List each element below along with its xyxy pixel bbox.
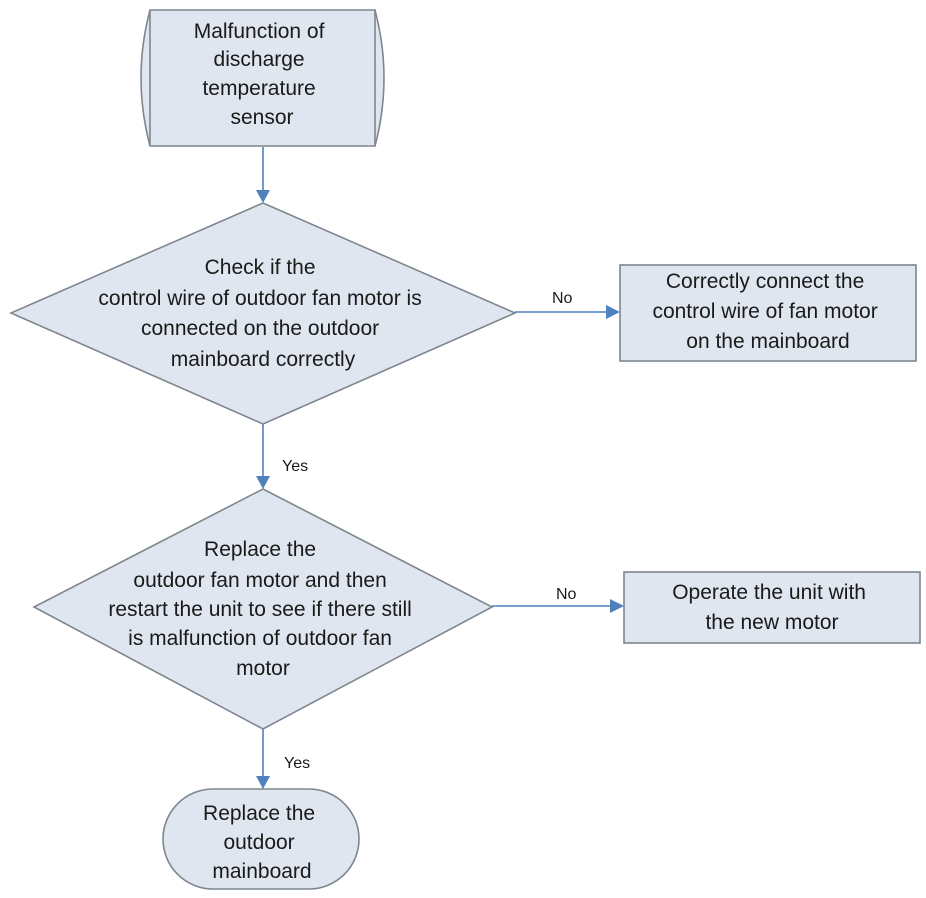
end-node: Replace the outdoor mainboard (162, 788, 360, 890)
fix-wire-process: Correctly connect the control wire of fa… (619, 264, 917, 362)
replace-motor-text: Replace the outdoor fan motor and then r… (108, 538, 417, 680)
arrowhead (256, 776, 270, 789)
edge-label-check-yes: Yes (282, 458, 308, 475)
connectors (256, 147, 624, 789)
edge-label-check-no: No (552, 290, 573, 307)
edge-label-replace-no: No (556, 586, 577, 603)
check-wire-line: mainboard correctly (171, 348, 356, 371)
replace-motor-line: Replace the (204, 538, 316, 561)
arrowhead (256, 190, 270, 203)
check-wire-diamond (9, 202, 517, 425)
arrowhead (606, 305, 620, 319)
start-line: sensor (230, 106, 293, 129)
end-node-shape (162, 788, 360, 890)
fix-wire-box (619, 264, 917, 362)
check-wire-line: Check if the (205, 256, 316, 279)
check-wire-decision: Check if the control wire of outdoor fan… (9, 202, 517, 425)
operate-text: Operate the unit with the new motor (672, 581, 872, 634)
replace-motor-line: outdoor fan motor and then (133, 569, 386, 592)
fix-wire-line: on the mainboard (686, 330, 849, 353)
edge-label-replace-yes: Yes (284, 755, 310, 772)
replace-motor-line: is malfunction of outdoor fan (128, 627, 392, 650)
operate-process: Operate the unit with the new motor (623, 571, 921, 644)
operate-line: Operate the unit with (672, 581, 866, 604)
fix-wire-line: control wire of fan motor (652, 300, 877, 323)
start-line: temperature (202, 77, 315, 100)
check-wire-line: control wire of outdoor fan motor is (98, 287, 421, 310)
start-node-text: Malfunction of discharge temperature sen… (194, 20, 331, 129)
arrowhead (256, 476, 270, 489)
operate-line: the new motor (705, 611, 838, 634)
start-node: Malfunction of discharge temperature sen… (140, 9, 385, 147)
fix-wire-text: Correctly connect the control wire of fa… (652, 270, 883, 353)
end-line: Replace the (203, 802, 315, 825)
end-line: outdoor (223, 831, 294, 854)
fix-wire-line: Correctly connect the (666, 270, 864, 293)
check-wire-line: connected on the outdoor (141, 317, 379, 340)
end-node-text: Replace the outdoor mainboard (203, 802, 321, 883)
operate-box (623, 571, 921, 644)
arrowhead (610, 599, 624, 613)
replace-motor-line: restart the unit to see if there still (108, 598, 411, 621)
start-line: Malfunction of (194, 20, 325, 43)
replace-motor-line: motor (236, 657, 290, 680)
end-line: mainboard (212, 860, 311, 883)
start-line: discharge (214, 48, 305, 71)
replace-motor-diamond (32, 488, 494, 730)
check-wire-text: Check if the control wire of outdoor fan… (98, 256, 427, 371)
replace-motor-decision: Replace the outdoor fan motor and then r… (32, 488, 494, 730)
